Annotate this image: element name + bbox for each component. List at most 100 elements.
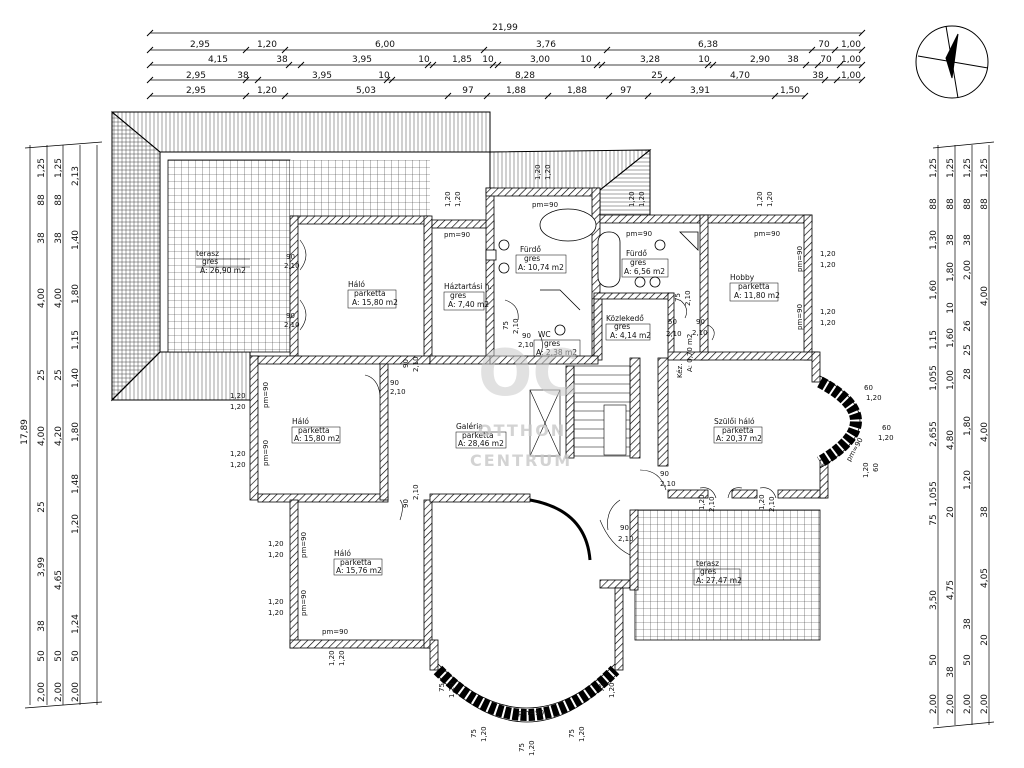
dim-label: 38	[812, 71, 824, 81]
room-floor: parketta	[354, 289, 386, 298]
dim-label: 4,80	[946, 430, 956, 450]
dim-label: 38	[787, 55, 799, 65]
dim-label: 2,00	[980, 694, 990, 714]
dim-label: 25	[963, 344, 973, 355]
bay-dim: 75	[438, 683, 446, 692]
dim-label: 2,13	[71, 166, 81, 186]
room-label: Hobby parketta A: 11,80 m2	[729, 273, 780, 302]
stair	[529, 365, 631, 457]
room-name: WC	[538, 330, 551, 339]
bay-dim: 1,20	[578, 726, 586, 742]
room-label: terasz gres A: 27,47 m2	[693, 559, 742, 586]
dim-label: 3,76	[536, 40, 556, 50]
dim-label: 25	[54, 369, 64, 380]
window-label: pm=90	[262, 382, 270, 408]
room-label: terasz gres A: 26,90 m2	[196, 249, 250, 275]
door-width: 1,20	[758, 494, 766, 510]
right-col1: 1,25 88 1,30 1,60 1,15 1,055 2,655 1,055…	[929, 158, 939, 714]
dim-label: 70	[820, 55, 832, 65]
dim-label: 38	[37, 620, 47, 632]
dim-label: 1,25	[37, 158, 47, 178]
dim-label: 2,655	[929, 421, 939, 447]
dim-label: 2,00	[963, 260, 973, 280]
dim-label: 10	[580, 55, 592, 65]
window-height: 1,20	[766, 191, 774, 207]
room-area: A: 15,76 m2	[336, 566, 382, 575]
dim-label: 97	[620, 86, 631, 96]
window-label: pm=90	[300, 590, 308, 616]
dim-label: 50	[71, 650, 81, 662]
room-name: Háló	[292, 417, 309, 426]
dim-label: 38	[963, 234, 973, 246]
dim-label: 1,60	[929, 280, 939, 300]
dim-label: 28	[963, 368, 973, 380]
bay-dim: 1,20	[480, 726, 488, 742]
door-height: 2,10	[512, 318, 520, 334]
bathtub-icon	[539, 208, 597, 242]
room-name: Háztartási h.	[444, 282, 492, 291]
dim-label: 1,80	[963, 416, 973, 436]
south-bay	[433, 663, 620, 723]
dim-label: 10	[698, 55, 710, 65]
door-height: 2,10	[412, 484, 420, 500]
window-width: 1,20	[820, 308, 836, 316]
dim-label: 5,03	[356, 86, 376, 96]
room-floor: parketta	[462, 431, 494, 440]
dim-label: 1,80	[71, 422, 81, 442]
dim-total-height: 17,89	[20, 419, 30, 445]
dim-label: 1,15	[71, 330, 81, 350]
door-width: 75	[502, 321, 510, 330]
window-label: pm=90	[796, 246, 804, 272]
dim-total-width: 21,99	[492, 23, 518, 33]
window-height: 1,20	[820, 261, 836, 269]
window-height: 1,20	[268, 609, 284, 617]
dim-label: 10	[378, 71, 390, 81]
room-area: A: 15,80 m2	[352, 298, 398, 307]
dim-label: 3,00	[530, 55, 550, 65]
dim-label: 3,50	[929, 590, 939, 610]
room-area: A: 20,37 m2	[716, 434, 762, 443]
room-floor: parketta	[340, 558, 372, 567]
dim-label: 4,65	[54, 570, 64, 590]
dim-label: 1,25	[946, 158, 956, 178]
dim-label: 50	[929, 654, 939, 666]
dim-label: 4,00	[54, 288, 64, 308]
room-name: Galéria	[456, 422, 483, 431]
door-height: 2,10	[618, 535, 634, 543]
dim-label: 1,40	[71, 368, 81, 388]
sink-icon	[498, 239, 510, 251]
room-floor: gres	[450, 291, 466, 300]
room-name: Közlekedő	[606, 314, 644, 323]
door-width: 90	[402, 359, 410, 368]
room-label: Háló parketta A: 15,80 m2	[291, 417, 341, 444]
door-width: 90	[402, 499, 410, 508]
window-width: 1,20	[628, 191, 636, 207]
dim-label: 1,85	[452, 55, 472, 65]
dim-label: 4,05	[980, 568, 990, 588]
window-width: 1,20	[328, 650, 336, 666]
room-name: Háló	[348, 280, 365, 289]
dim-label: 1,30	[929, 230, 939, 250]
bay-dim: 60	[882, 424, 891, 432]
watermark-logo: OC OTTHON CENTRUM	[470, 337, 579, 470]
room-label: Háló parketta A: 15,76 m2	[333, 549, 383, 576]
room-floor: parketta	[298, 426, 330, 435]
dim-label: 1,00	[841, 55, 861, 65]
dim-label: 3,28	[640, 55, 660, 65]
room-name: Kéz.	[676, 364, 684, 378]
door-height: 2,10	[768, 496, 776, 512]
door-height: 2,10	[666, 330, 682, 338]
gallery-arc	[529, 498, 592, 561]
dim-label: 4,00	[37, 426, 47, 446]
door-height: 2,10	[684, 290, 692, 306]
left-col3: 2,13 1,40 1,80 1,15 1,40 1,80 1,20 1,24 …	[71, 166, 81, 702]
dim-label: 1,24	[71, 614, 81, 634]
dim-label: 3,99	[37, 557, 47, 577]
dim-label: 88	[980, 198, 990, 210]
dim-label: 38	[54, 232, 64, 244]
bay-dim: 75	[518, 743, 526, 752]
dim-label: 1,25	[963, 158, 973, 178]
room-name: Hobby	[730, 273, 755, 282]
dim-label: 3,91	[690, 86, 710, 96]
dim-label: 50	[37, 650, 47, 662]
